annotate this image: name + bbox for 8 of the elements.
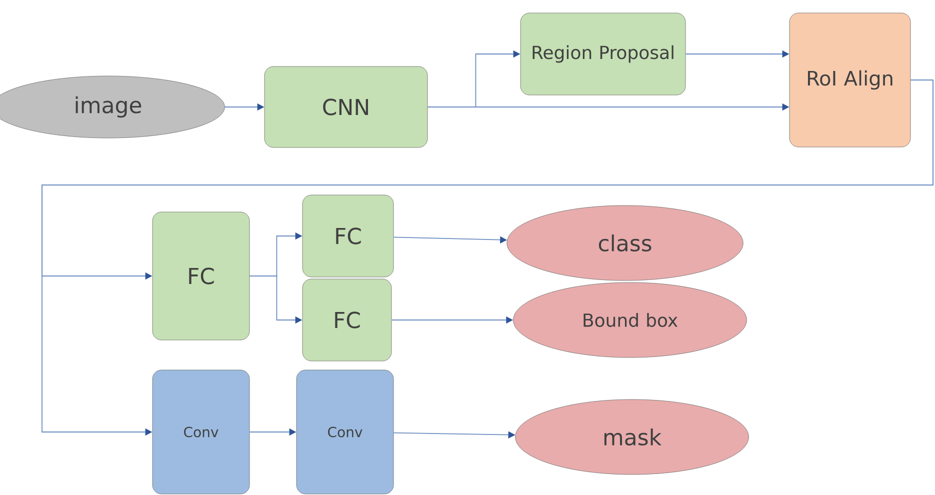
process-box: RoI Align: [789, 12, 911, 148]
process-box: FC: [302, 194, 394, 278]
process-box: Conv: [152, 370, 250, 494]
process-box: FC: [152, 212, 250, 340]
process-box: FC: [302, 278, 392, 362]
process-box: Region Proposal: [520, 12, 686, 96]
process-box: Conv: [296, 370, 394, 494]
process-box: CNN: [264, 66, 428, 148]
